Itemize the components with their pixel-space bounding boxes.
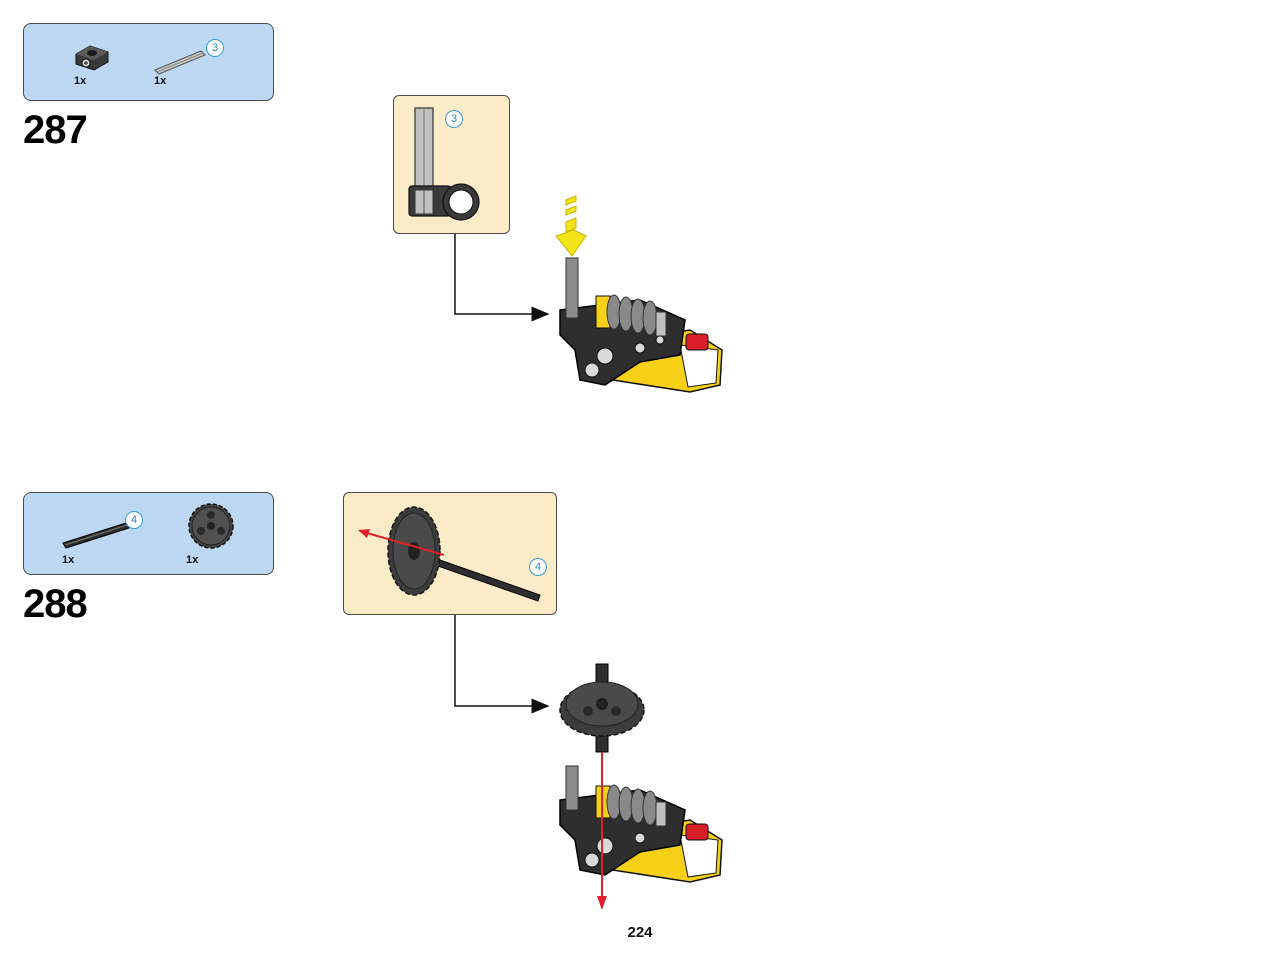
- part-qty: 1x: [154, 75, 167, 87]
- part-qty: 1x: [186, 554, 199, 566]
- connector-arrow: [454, 234, 550, 322]
- axle-length-badge: 4: [529, 558, 547, 576]
- model-assembly-287: [555, 195, 723, 393]
- model-assembly-288: [559, 765, 723, 883]
- axle-in-cross-block-icon: [408, 107, 480, 221]
- part-qty: 1x: [74, 75, 87, 87]
- parts-list-287: 1x 3 1x: [23, 23, 274, 101]
- step-number: 287: [23, 108, 88, 152]
- subassembly-callout-287: 3: [393, 95, 510, 234]
- page-number: 224: [627, 924, 653, 941]
- axle-length-badge: 4: [125, 511, 143, 529]
- gear-on-axle-icon: [358, 506, 541, 602]
- gear-being-inserted: [559, 663, 645, 753]
- parts-list-288: 4 1x 1x: [23, 492, 274, 575]
- step-number: 288: [23, 582, 88, 626]
- part-qty: 1x: [62, 554, 75, 566]
- axle-gray-icon: [154, 50, 206, 75]
- cross-block-icon: [75, 45, 109, 71]
- subassembly-callout-288: 4: [343, 492, 557, 615]
- axle-length-badge: 3: [445, 110, 463, 128]
- gear-24-tooth-icon: [188, 503, 234, 549]
- axle-length-badge: 3: [206, 39, 224, 57]
- connector-arrow: [454, 615, 550, 714]
